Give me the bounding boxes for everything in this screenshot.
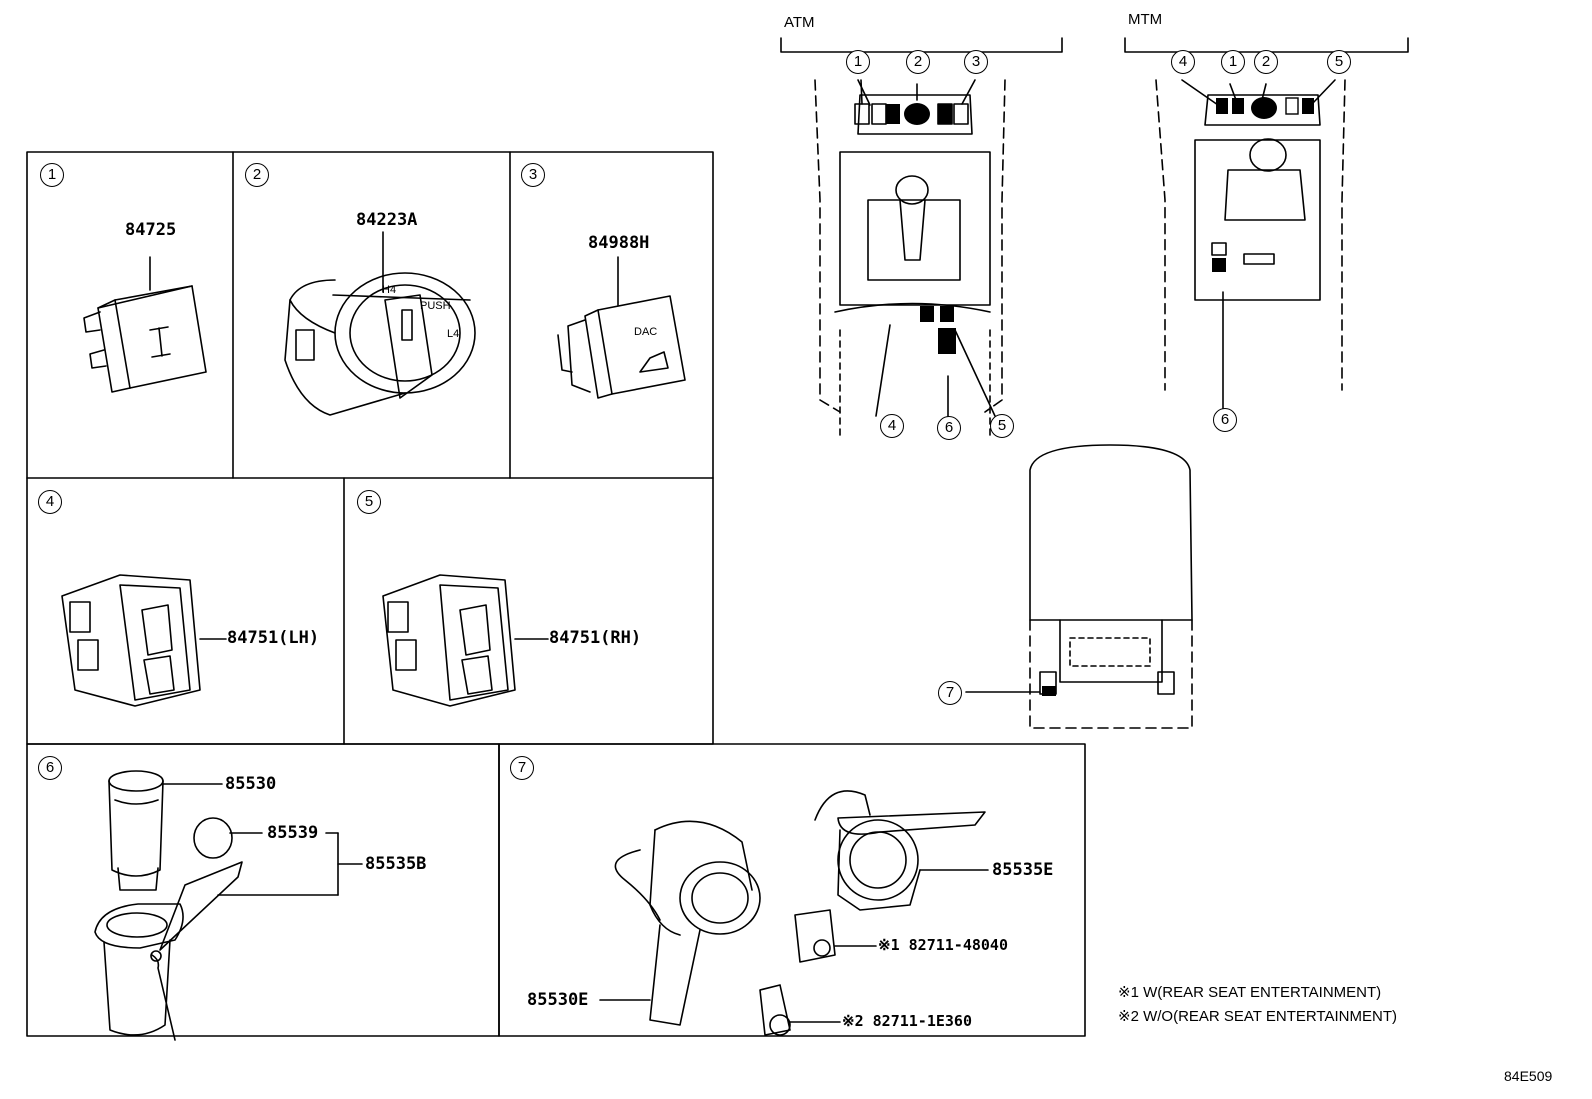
atm-callout-6: 6 <box>937 416 961 440</box>
part-82711-1E360: ※2 82711-1E360 <box>842 1012 972 1030</box>
part-85530: 85530 <box>225 774 277 794</box>
mark-l4: L4 <box>447 328 460 340</box>
atm-callout-3: 3 <box>964 50 988 74</box>
mtm-callout-5: 5 <box>1327 50 1351 74</box>
panel-6-number: 6 <box>38 756 62 780</box>
mtm-callout-4: 4 <box>1171 50 1195 74</box>
rear-console-drawing <box>965 444 1193 729</box>
switch-84223A-drawing <box>284 231 476 416</box>
part-84988H: 84988H <box>588 233 650 253</box>
switch-84988H-drawing <box>557 256 686 399</box>
mtm-console-drawing <box>1124 37 1409 409</box>
panel-4-number: 4 <box>38 490 62 514</box>
part-84223A: 84223A <box>356 210 418 230</box>
mtm-callout-6: 6 <box>1213 408 1237 432</box>
part-85535B: 85535B <box>365 854 427 874</box>
part-84751-lh: 84751(LH) <box>227 628 320 648</box>
atm-callout-4: 4 <box>880 414 904 438</box>
panel-1-number: 1 <box>40 163 64 187</box>
leader-lines <box>860 79 863 105</box>
atm-callout-2: 2 <box>906 50 930 74</box>
mark-push: PUSH <box>420 300 451 312</box>
panel-2-number: 2 <box>245 163 269 187</box>
atm-view-label: ATM <box>784 14 815 31</box>
mtm-callout-1: 1 <box>1221 50 1245 74</box>
switch-84725-drawing <box>83 256 207 393</box>
note-2: ※2 W/O(REAR SEAT ENTERTAINMENT) <box>1118 1008 1397 1025</box>
figure-id: 84E509 <box>1504 1068 1553 1084</box>
rear-callout-7: 7 <box>938 681 962 705</box>
panel-3-number: 3 <box>521 163 545 187</box>
atm-callout-5: 5 <box>990 414 1014 438</box>
part-84751-rh: 84751(RH) <box>549 628 642 648</box>
switch-84751-rh-drawing <box>382 574 549 707</box>
part-84725: 84725 <box>125 220 177 240</box>
part-85530E: 85530E <box>527 990 589 1010</box>
panel-5-number: 5 <box>357 490 381 514</box>
mtm-view-label: MTM <box>1128 11 1163 28</box>
socket-85535E-drawing <box>599 790 989 1036</box>
mtm-callout-2: 2 <box>1254 50 1278 74</box>
panel-grid <box>26 151 1086 1037</box>
mark-h4: H4 <box>382 284 397 296</box>
panel-7-number: 7 <box>510 756 534 780</box>
part-85539: 85539 <box>267 823 319 843</box>
note-1: ※1 W(REAR SEAT ENTERTAINMENT) <box>1118 984 1382 1001</box>
part-82711-48040: ※1 82711-48040 <box>878 936 1008 954</box>
atm-callout-1: 1 <box>846 50 870 74</box>
highlighted-parts <box>886 97 1314 696</box>
mark-dac: DAC <box>634 326 658 338</box>
part-85535E: 85535E <box>992 860 1054 880</box>
socket-85535B-drawing <box>94 770 363 1041</box>
switch-84751-lh-drawing <box>61 574 227 707</box>
atm-console-drawing <box>780 37 1063 441</box>
